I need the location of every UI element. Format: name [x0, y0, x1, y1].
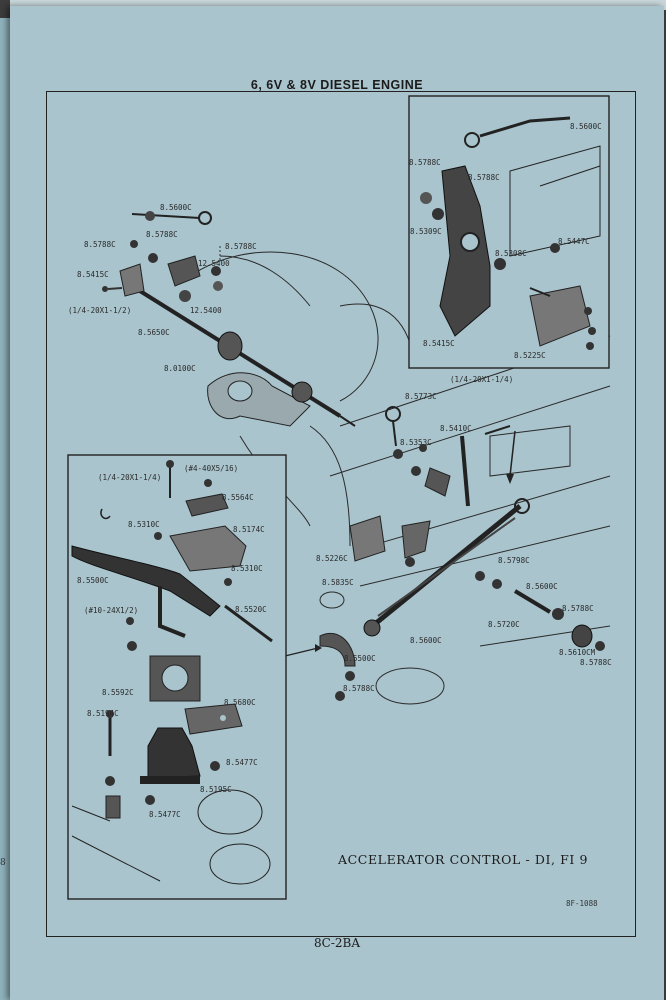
part-label: 8.5788C	[146, 230, 178, 239]
part-label: 8.5310C	[128, 520, 160, 529]
upper-lever-assembly	[102, 211, 223, 302]
part-label: 8.5798C	[498, 556, 530, 565]
inset-bottom-left	[67, 454, 287, 900]
part-label: 8.5353C	[400, 438, 432, 447]
part-label: 8.5174C	[233, 525, 265, 534]
part-label: 8.5309C	[410, 227, 442, 236]
part-label: 8.5788C	[468, 173, 500, 182]
frame-rail-line-2	[329, 385, 611, 477]
next-page-edge	[10, 0, 666, 10]
part-label: 8.5500C	[77, 576, 109, 585]
part-label: 8.5477C	[226, 758, 258, 767]
part-label: 8.5600C	[526, 582, 558, 591]
part-label: 8.5447C	[558, 237, 590, 246]
part-label: 8.5500C	[344, 654, 376, 663]
part-label: 8.5610CM	[559, 648, 596, 657]
part-label: 8.5410C	[440, 424, 472, 433]
part-label: 8.5310C	[231, 564, 263, 573]
part-label: (1/4-20X1-1/2)	[68, 306, 132, 315]
floor-line-2	[359, 525, 611, 587]
part-label: 8.0100C	[164, 364, 196, 373]
part-label: (1/4-20X1-1/4)	[98, 473, 162, 482]
part-label: 8.5773C	[405, 392, 437, 401]
part-label: 8.5520C	[235, 605, 267, 614]
part-label: 8.5680C	[224, 698, 256, 707]
cab-outline-inner	[219, 255, 311, 307]
part-label: 8.5308C	[495, 249, 527, 258]
part-label: 8.5600C	[410, 636, 442, 645]
part-label: 8.5788C	[84, 240, 116, 249]
part-label: 8.5650C	[138, 328, 170, 337]
illustration-frame	[46, 91, 636, 937]
bracket-plate-outline	[489, 425, 571, 477]
part-label: 8.5226C	[316, 554, 348, 563]
figure-number: 8F-1088	[566, 899, 598, 908]
part-label: (1/4-20X1-1/4)	[450, 375, 514, 384]
inset-top-right	[408, 95, 610, 369]
part-label: 8.5788C	[225, 242, 257, 251]
part-label: 12.5400	[198, 259, 230, 268]
part-label: 8.5788C	[580, 658, 612, 667]
part-label: 8.5194C	[87, 709, 119, 718]
margin-mark: 8	[0, 858, 6, 868]
part-label: 8.5415C	[77, 270, 109, 279]
part-label: 8.5225C	[514, 351, 546, 360]
part-label: 8.5477C	[149, 810, 181, 819]
cab-outline-curve	[189, 251, 379, 402]
page-number: 8C-2BA	[314, 936, 360, 950]
page-header: 6, 6V & 8V DIESEL ENGINE	[250, 78, 424, 92]
part-label: 12.5400	[190, 306, 222, 315]
manual-page: 6, 6V & 8V DIESEL ENGINE	[10, 6, 664, 1000]
part-label: 8.5720C	[488, 620, 520, 629]
floor-hole-small	[319, 591, 345, 609]
floor-hole	[375, 667, 445, 705]
part-label: 8.5788C	[343, 684, 375, 693]
cross-shaft-assembly	[138, 289, 356, 427]
part-label: 8.5788C	[562, 604, 594, 613]
part-label: 8.5835C	[322, 578, 354, 587]
part-label: 8.5592C	[102, 688, 134, 697]
part-label: 8.5195C	[200, 785, 232, 794]
part-label: 8.5600C	[570, 122, 602, 131]
part-label: 8.5564C	[222, 493, 254, 502]
throttle-rod-linkage	[284, 406, 605, 701]
exploded-view-drawing	[67, 95, 611, 900]
part-label: 8.5600C	[160, 203, 192, 212]
part-label: (#4-40X5/16)	[184, 464, 239, 473]
part-label: 8.5415C	[423, 339, 455, 348]
part-label: 8.5788C	[409, 158, 441, 167]
part-label: (#10-24X1/2)	[84, 606, 139, 615]
figure-caption: ACCELERATOR CONTROL - DI, FI 9	[338, 852, 589, 867]
dash-outline	[309, 425, 351, 547]
hood-outline	[339, 303, 416, 367]
